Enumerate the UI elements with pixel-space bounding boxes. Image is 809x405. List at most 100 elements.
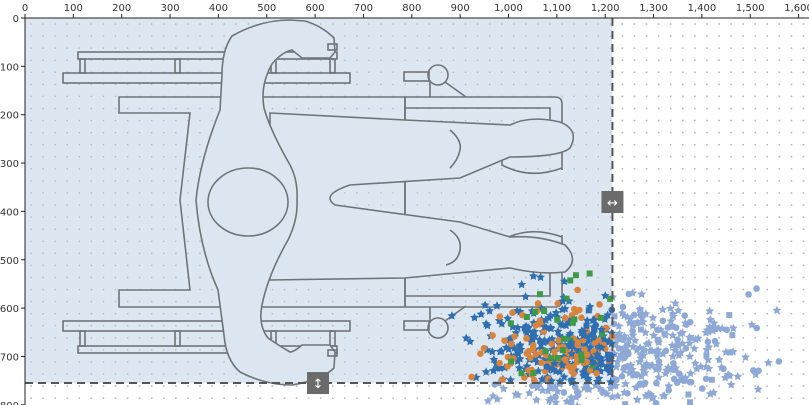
data-point-square-tail xyxy=(685,391,692,398)
data-point-orange xyxy=(659,317,667,325)
data-point-green xyxy=(578,351,585,358)
data-point-blue-tail xyxy=(632,395,642,404)
data-point-blue xyxy=(489,366,498,375)
data-point-circle-tail xyxy=(711,337,719,345)
data-point-circle-tail xyxy=(591,326,598,333)
data-point-orange xyxy=(480,344,488,352)
data-point-blue-tail xyxy=(691,335,700,344)
data-point-blue xyxy=(547,334,557,343)
x-tick-label: 1,400 xyxy=(688,3,717,14)
data-point-blue-tail xyxy=(709,318,719,327)
data-point-blue-tail xyxy=(741,352,750,361)
data-point-blue-tail xyxy=(567,349,577,358)
data-point-green xyxy=(518,370,525,377)
data-point-green xyxy=(572,272,579,279)
data-point-orange xyxy=(574,339,581,346)
data-point-blue-tail xyxy=(597,325,606,334)
data-point-orange xyxy=(555,336,563,344)
data-point-green xyxy=(563,295,570,302)
data-point-blue-tail xyxy=(492,394,502,403)
head xyxy=(207,167,289,237)
data-point-blue-tail xyxy=(546,324,556,333)
data-point-blue-tail xyxy=(661,368,670,378)
data-point-green xyxy=(598,331,605,338)
data-point-blue xyxy=(670,346,680,355)
data-point-blue xyxy=(529,271,538,280)
y-tick-label: 300 xyxy=(0,159,19,170)
data-point-blue xyxy=(515,341,524,350)
data-point-blue-tail xyxy=(628,330,638,340)
data-point-blue-tail xyxy=(671,298,680,308)
x-tick-label: 1,100 xyxy=(543,3,572,14)
data-point-blue-tail xyxy=(625,314,635,323)
data-point-orange xyxy=(489,332,496,339)
data-point-blue xyxy=(525,388,534,397)
data-point-blue xyxy=(485,306,494,315)
data-point-orange xyxy=(618,373,626,380)
data-point-green xyxy=(532,308,539,315)
data-point-orange xyxy=(499,376,506,383)
data-point-circle-tail xyxy=(652,399,660,405)
data-point-blue xyxy=(606,377,615,386)
data-point-orange xyxy=(532,351,540,358)
x-tick-label: 400 xyxy=(209,3,228,14)
data-point-blue xyxy=(611,381,621,390)
resize-vertical-handle[interactable]: ↕ xyxy=(307,372,329,395)
data-point-circle-tail xyxy=(665,387,673,394)
y-tick-label: 0 xyxy=(13,14,19,25)
data-point-blue xyxy=(497,319,507,328)
data-point-blue-tail xyxy=(623,339,633,348)
x-tick-label: 900 xyxy=(451,3,470,14)
data-point-blue xyxy=(481,319,491,328)
data-point-blue xyxy=(613,357,622,366)
data-point-blue-tail xyxy=(764,358,773,367)
data-point-circle-tail xyxy=(723,326,731,334)
data-point-blue-tail xyxy=(658,349,668,358)
data-point-square-tail xyxy=(669,323,676,330)
data-point-square-tail xyxy=(603,365,610,372)
data-point-blue xyxy=(567,374,577,384)
x-tick-label: 200 xyxy=(112,3,131,14)
data-point-blue-tail xyxy=(632,345,642,354)
y-tick-label: 200 xyxy=(0,111,19,122)
data-point-blue xyxy=(555,367,565,376)
data-point-blue-tail xyxy=(772,305,782,315)
data-point-blue xyxy=(492,301,502,310)
data-point-blue-tail xyxy=(660,391,669,400)
data-point-blue xyxy=(516,345,526,354)
data-point-blue-tail xyxy=(592,350,602,359)
data-point-blue-tail xyxy=(690,358,700,368)
data-point-square-tail xyxy=(622,401,629,405)
data-point-blue xyxy=(606,383,615,392)
data-point-blue xyxy=(551,397,560,405)
data-point-blue-tail xyxy=(751,370,760,379)
data-point-blue-tail xyxy=(558,360,567,369)
data-point-blue-tail xyxy=(637,289,646,298)
data-point-orange xyxy=(578,314,585,322)
data-point-orange xyxy=(581,346,588,353)
data-point-blue-tail xyxy=(753,384,763,394)
data-point-circle-tail xyxy=(640,363,648,371)
data-point-square-tail xyxy=(605,351,612,358)
data-point-blue-tail xyxy=(702,345,712,354)
data-point-blue-tail xyxy=(630,336,640,345)
data-point-square-tail xyxy=(633,320,640,327)
data-point-blue-tail xyxy=(594,342,604,351)
data-point-circle-tail xyxy=(543,363,550,370)
data-point-circle-tail xyxy=(704,338,712,346)
y-tick-label: 700 xyxy=(0,352,19,363)
data-point-blue xyxy=(483,396,493,405)
x-tick-label: 700 xyxy=(354,3,373,14)
x-tick-label: 1,300 xyxy=(639,3,668,14)
data-point-orange xyxy=(501,337,508,345)
data-point-circle-tail xyxy=(589,359,597,366)
data-point-blue xyxy=(594,373,604,383)
data-point-blue xyxy=(481,367,491,376)
resize-horizontal-handle[interactable]: ↔ xyxy=(601,191,624,213)
data-point-green xyxy=(542,348,549,355)
x-tick-label: 100 xyxy=(64,3,83,14)
data-point-circle-tail xyxy=(673,379,681,386)
data-point-blue-tail xyxy=(701,362,711,371)
data-point-blue-tail xyxy=(653,351,662,361)
